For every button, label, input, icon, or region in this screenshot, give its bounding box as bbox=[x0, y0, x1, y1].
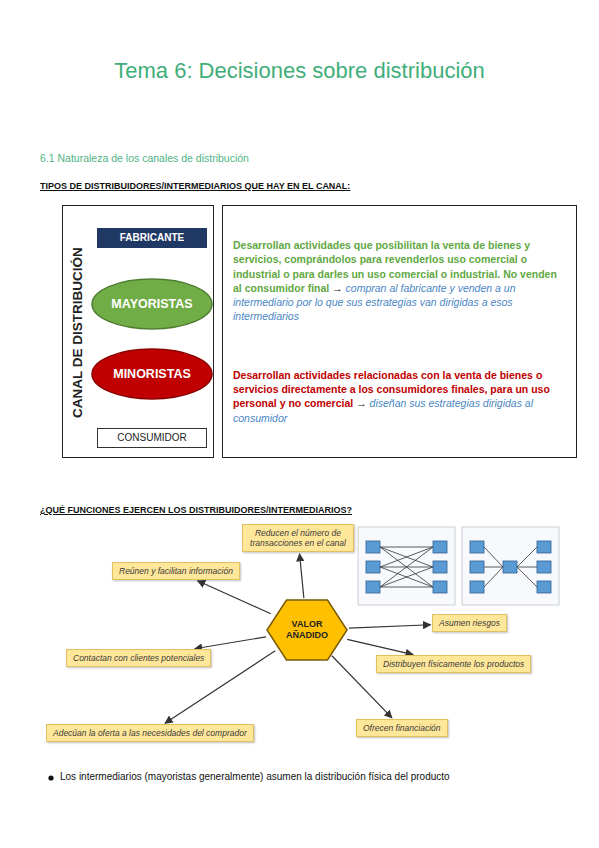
channel-frame: CANAL DE DISTRIBUCIÓN FABRICANTE MAYORISTA… bbox=[62, 205, 214, 458]
sketch-link bbox=[380, 587, 433, 588]
node-text-holder: Contactan con clientes potenciales bbox=[73, 653, 204, 663]
sketch-frame bbox=[358, 527, 455, 605]
producer-box: FABRICANTE bbox=[97, 228, 207, 248]
section-heading: TIPOS DE DISTRIBUIDORES/INTERMEDIARIOS Q… bbox=[40, 181, 350, 191]
sketch-link bbox=[380, 547, 433, 567]
sketch-square bbox=[537, 581, 551, 593]
sketch-link bbox=[380, 567, 433, 587]
hexagon-shape bbox=[267, 600, 347, 660]
connector-arrow bbox=[349, 625, 431, 628]
arrow-symbol: → bbox=[332, 282, 343, 294]
connector-arrow bbox=[195, 637, 266, 649]
retailer-ellipse: MINORISTAS bbox=[91, 348, 213, 400]
node-label: Reducen el número de transacciones en el… bbox=[249, 528, 347, 548]
page-title: Tema 6: Decisiones sobre distribución bbox=[0, 58, 599, 84]
sketch-link bbox=[484, 567, 503, 568]
function-box: Adecúan la oferta a las necesidades del … bbox=[46, 724, 254, 742]
sketch-square bbox=[470, 581, 484, 593]
section-subtitle: 6.1 Naturaleza de los canales de distrib… bbox=[40, 152, 249, 164]
node-label: CONSUMIDOR bbox=[117, 432, 186, 444]
sketch-link bbox=[380, 547, 433, 548]
definition-paragraph: Desarrollan actividades relacionadas con… bbox=[233, 368, 566, 425]
definition-paragraph: Desarrollan actividades que posibilitan … bbox=[233, 238, 566, 323]
sketch-link bbox=[517, 567, 537, 587]
bullet-text: Los intermediarios (mayoristas generalme… bbox=[60, 771, 450, 782]
word-gap bbox=[343, 282, 346, 294]
connector-arrow bbox=[300, 554, 304, 598]
node-label: Adecúan la oferta a las necesidades del … bbox=[53, 728, 247, 738]
sketch-square bbox=[537, 561, 551, 573]
word-gap bbox=[329, 282, 332, 294]
node-label: FABRICANTE bbox=[120, 232, 184, 244]
node-text-holder: MAYORISTAS bbox=[111, 297, 192, 312]
sketch-square bbox=[433, 561, 447, 573]
function-box: Reducen el número de transacciones en el… bbox=[242, 524, 354, 552]
function-box: Asumen riesgos bbox=[432, 614, 507, 632]
function-box: Reúnen y facilitan información bbox=[112, 562, 240, 580]
sketch-square bbox=[366, 541, 380, 553]
sketch-link bbox=[380, 547, 433, 567]
sketch-link bbox=[517, 547, 537, 567]
node-label: MAYORISTAS bbox=[111, 297, 192, 312]
function-box: Ofrecen financiación bbox=[356, 719, 448, 737]
sketch-square bbox=[433, 581, 447, 593]
word-gap bbox=[367, 397, 370, 409]
function-box: Distribuyen físicamente los productos bbox=[376, 655, 531, 673]
sketch-link bbox=[517, 567, 537, 568]
sketch-frame bbox=[462, 527, 559, 605]
node-text-holder: CONSUMIDOR bbox=[117, 432, 186, 444]
network-sketch bbox=[358, 527, 455, 605]
node-text-holder: Reúnen y facilitan información bbox=[119, 566, 233, 576]
sketch-square bbox=[537, 541, 551, 553]
sketch-square bbox=[503, 561, 517, 573]
sketch-link bbox=[380, 547, 433, 587]
sketch-link bbox=[380, 547, 433, 587]
node-text-holder: Distribuyen físicamente los productos bbox=[383, 659, 524, 669]
connector-arrow bbox=[347, 639, 413, 654]
node-text-holder: VALOR AÑADIDO bbox=[280, 619, 334, 641]
network-sketch bbox=[462, 527, 559, 605]
arrow-symbol: → bbox=[356, 397, 367, 409]
node-text-holder: Adecúan la oferta a las necesidades del … bbox=[53, 728, 247, 738]
sketch-square bbox=[366, 561, 380, 573]
ellipse-shape bbox=[92, 279, 212, 329]
node-text-holder: Asumen riesgos bbox=[439, 618, 500, 628]
function-box: Contactan con clientes potenciales bbox=[66, 649, 211, 667]
sketch-square bbox=[433, 541, 447, 553]
node-label: Contactan con clientes potenciales bbox=[73, 653, 204, 663]
node-label: Distribuyen físicamente los productos bbox=[383, 659, 524, 669]
node-label: VALOR AÑADIDO bbox=[280, 619, 334, 641]
node-text-holder: MINORISTAS bbox=[113, 367, 191, 382]
definition-box: Desarrollan actividades que posibilitan … bbox=[222, 205, 577, 458]
node-label: Reúnen y facilitan información bbox=[119, 566, 233, 576]
value-hexagon: VALOR AÑADIDO bbox=[266, 599, 348, 661]
connector-arrow bbox=[198, 581, 271, 614]
node-text-holder: Reducen el número de transacciones en el… bbox=[249, 528, 347, 548]
node-text-holder: FABRICANTE bbox=[120, 232, 184, 244]
section-heading: ¿QUÉ FUNCIONES EJERCEN LOS DISTRIBUIDORE… bbox=[40, 505, 352, 515]
node-label: Asumen riesgos bbox=[439, 618, 500, 628]
ellipse-shape bbox=[92, 349, 212, 399]
node-label: MINORISTAS bbox=[113, 367, 191, 382]
node-text-holder: Ofrecen financiación bbox=[363, 723, 441, 733]
wholesaler-ellipse: MAYORISTAS bbox=[91, 278, 213, 330]
bullet-dot bbox=[48, 775, 53, 780]
consumer-box: CONSUMIDOR bbox=[97, 428, 207, 448]
sketch-square bbox=[470, 561, 484, 573]
sketch-square bbox=[470, 541, 484, 553]
sketch-link bbox=[380, 567, 433, 587]
sketch-link bbox=[484, 547, 503, 567]
sketch-square bbox=[366, 581, 380, 593]
sketch-link bbox=[484, 567, 503, 587]
node-label: Ofrecen financiación bbox=[363, 723, 441, 733]
channel-label: CANAL DE DISTRIBUCIÓN bbox=[67, 209, 89, 456]
word-gap bbox=[353, 397, 356, 409]
